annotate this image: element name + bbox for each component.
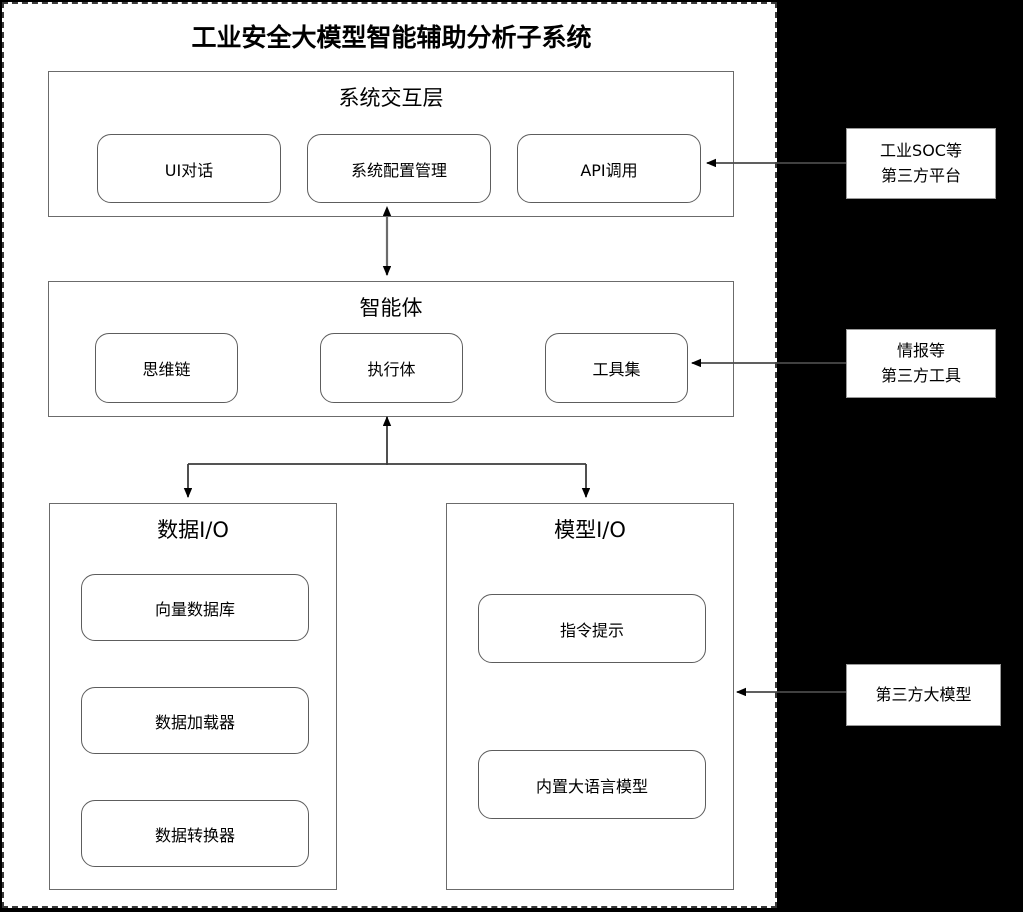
external-box-intelligence-tools[interactable]: 情报等 第三方工具	[846, 329, 996, 398]
layer-interaction-title: 系统交互层	[338, 86, 444, 110]
page-title: 工业安全大模型智能辅助分析子系统	[191, 23, 592, 52]
layer-data-io: 数据I/O 向量数据库 数据加载器 数据转换器	[49, 503, 337, 890]
external-intel-line2: 第三方工具	[880, 365, 961, 385]
layer-agent-title: 智能体	[359, 296, 423, 320]
module-vector-database[interactable]: 向量数据库	[81, 574, 309, 641]
layer-interaction: 系统交互层 UI对话 系统配置管理 API调用	[48, 71, 734, 217]
module-executor[interactable]: 执行体	[320, 333, 463, 403]
module-data-transformer[interactable]: 数据转换器	[81, 800, 309, 867]
system-container: 工业安全大模型智能辅助分析子系统 系统交互层 UI对话 系统配置管理 API调用…	[2, 2, 777, 908]
layer-data-io-title: 数据I/O	[157, 518, 229, 542]
module-data-loader[interactable]: 数据加载器	[81, 687, 309, 754]
layer-model-io-title: 模型I/O	[554, 518, 626, 542]
external-box-industrial-soc[interactable]: 工业SOC等 第三方平台	[846, 128, 996, 199]
module-api-call[interactable]: API调用	[517, 134, 701, 203]
module-chain-of-thought[interactable]: 思维链	[95, 333, 238, 403]
external-llm-line1: 第三方大模型	[875, 684, 972, 704]
module-system-config[interactable]: 系统配置管理	[307, 134, 491, 203]
layer-model-io: 模型I/O 指令提示 内置大语言模型	[446, 503, 734, 890]
module-instruction-prompt[interactable]: 指令提示	[478, 594, 706, 663]
module-toolset[interactable]: 工具集	[545, 333, 688, 403]
external-soc-line2: 第三方平台	[880, 165, 961, 185]
module-ui-dialog[interactable]: UI对话	[97, 134, 281, 203]
module-builtin-llm[interactable]: 内置大语言模型	[478, 750, 706, 819]
external-soc-line1: 工业SOC等	[880, 140, 962, 160]
external-box-third-party-llm[interactable]: 第三方大模型	[846, 664, 1001, 726]
external-intel-line1: 情报等	[896, 340, 945, 360]
layer-agent: 智能体 思维链 执行体 工具集	[48, 281, 734, 417]
